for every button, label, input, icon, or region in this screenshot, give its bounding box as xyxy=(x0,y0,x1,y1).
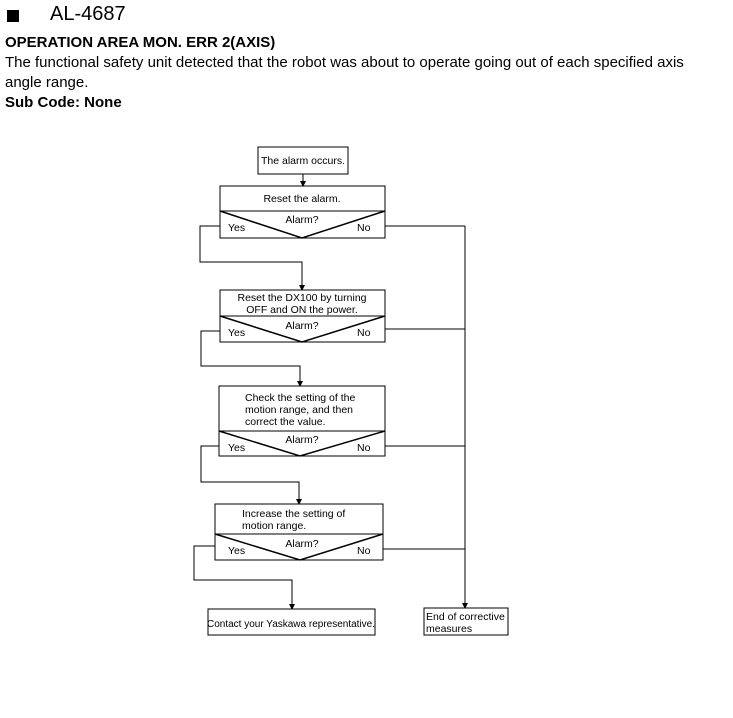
step-label-line: Check the setting of the xyxy=(245,392,355,404)
step-label-line: motion range, and then xyxy=(245,404,353,416)
start-box xyxy=(257,146,349,175)
step-label-line: correct the value. xyxy=(245,416,326,428)
contact-box xyxy=(207,608,376,636)
step-reset-dx100: Reset the DX100 by turning OFF and ON th… xyxy=(219,289,386,343)
step-check-motion-range: Check the setting of the motion range, a… xyxy=(218,385,386,457)
alarm-code: AL-4687 xyxy=(50,3,126,25)
no-label: No xyxy=(357,442,371,454)
end-box xyxy=(423,607,509,636)
yes-label: Yes xyxy=(228,222,245,234)
contact-label: Contact your Yaskawa representative. xyxy=(207,619,375,630)
decision-label: Alarm? xyxy=(285,214,318,226)
yes-label: Yes xyxy=(228,327,245,339)
no-label: No xyxy=(357,545,371,557)
start-label: The alarm occurs. xyxy=(261,155,345,167)
no-label: No xyxy=(357,222,371,234)
step-label-line: Increase the setting of xyxy=(242,508,345,520)
end-label-line: End of corrective xyxy=(426,611,505,623)
decision-label: Alarm? xyxy=(285,320,318,332)
decision-label: Alarm? xyxy=(285,434,318,446)
yes-label: Yes xyxy=(228,442,245,454)
step-label-line: Reset the alarm. xyxy=(263,193,340,205)
step-label-line: Reset the DX100 by turning xyxy=(238,292,367,304)
alarm-title: OPERATION AREA MON. ERR 2(AXIS) xyxy=(5,34,276,51)
decision-label: Alarm? xyxy=(285,538,318,550)
no-label: No xyxy=(357,327,371,339)
alarm-description: The functional safety unit detected that… xyxy=(5,54,684,91)
step-reset-alarm: Reset the alarm. Alarm? Yes No xyxy=(219,185,386,239)
alarm-header-row xyxy=(5,3,19,29)
step-label-line: OFF and ON the power. xyxy=(246,304,357,316)
step-label-line: motion range. xyxy=(242,520,306,532)
sub-code: Sub Code: None xyxy=(5,94,122,111)
yes-label: Yes xyxy=(228,545,245,557)
end-label-line: measures xyxy=(426,623,472,635)
step-increase-motion-range: Increase the setting of motion range. Al… xyxy=(214,503,384,561)
square-bullet-icon xyxy=(7,10,19,22)
